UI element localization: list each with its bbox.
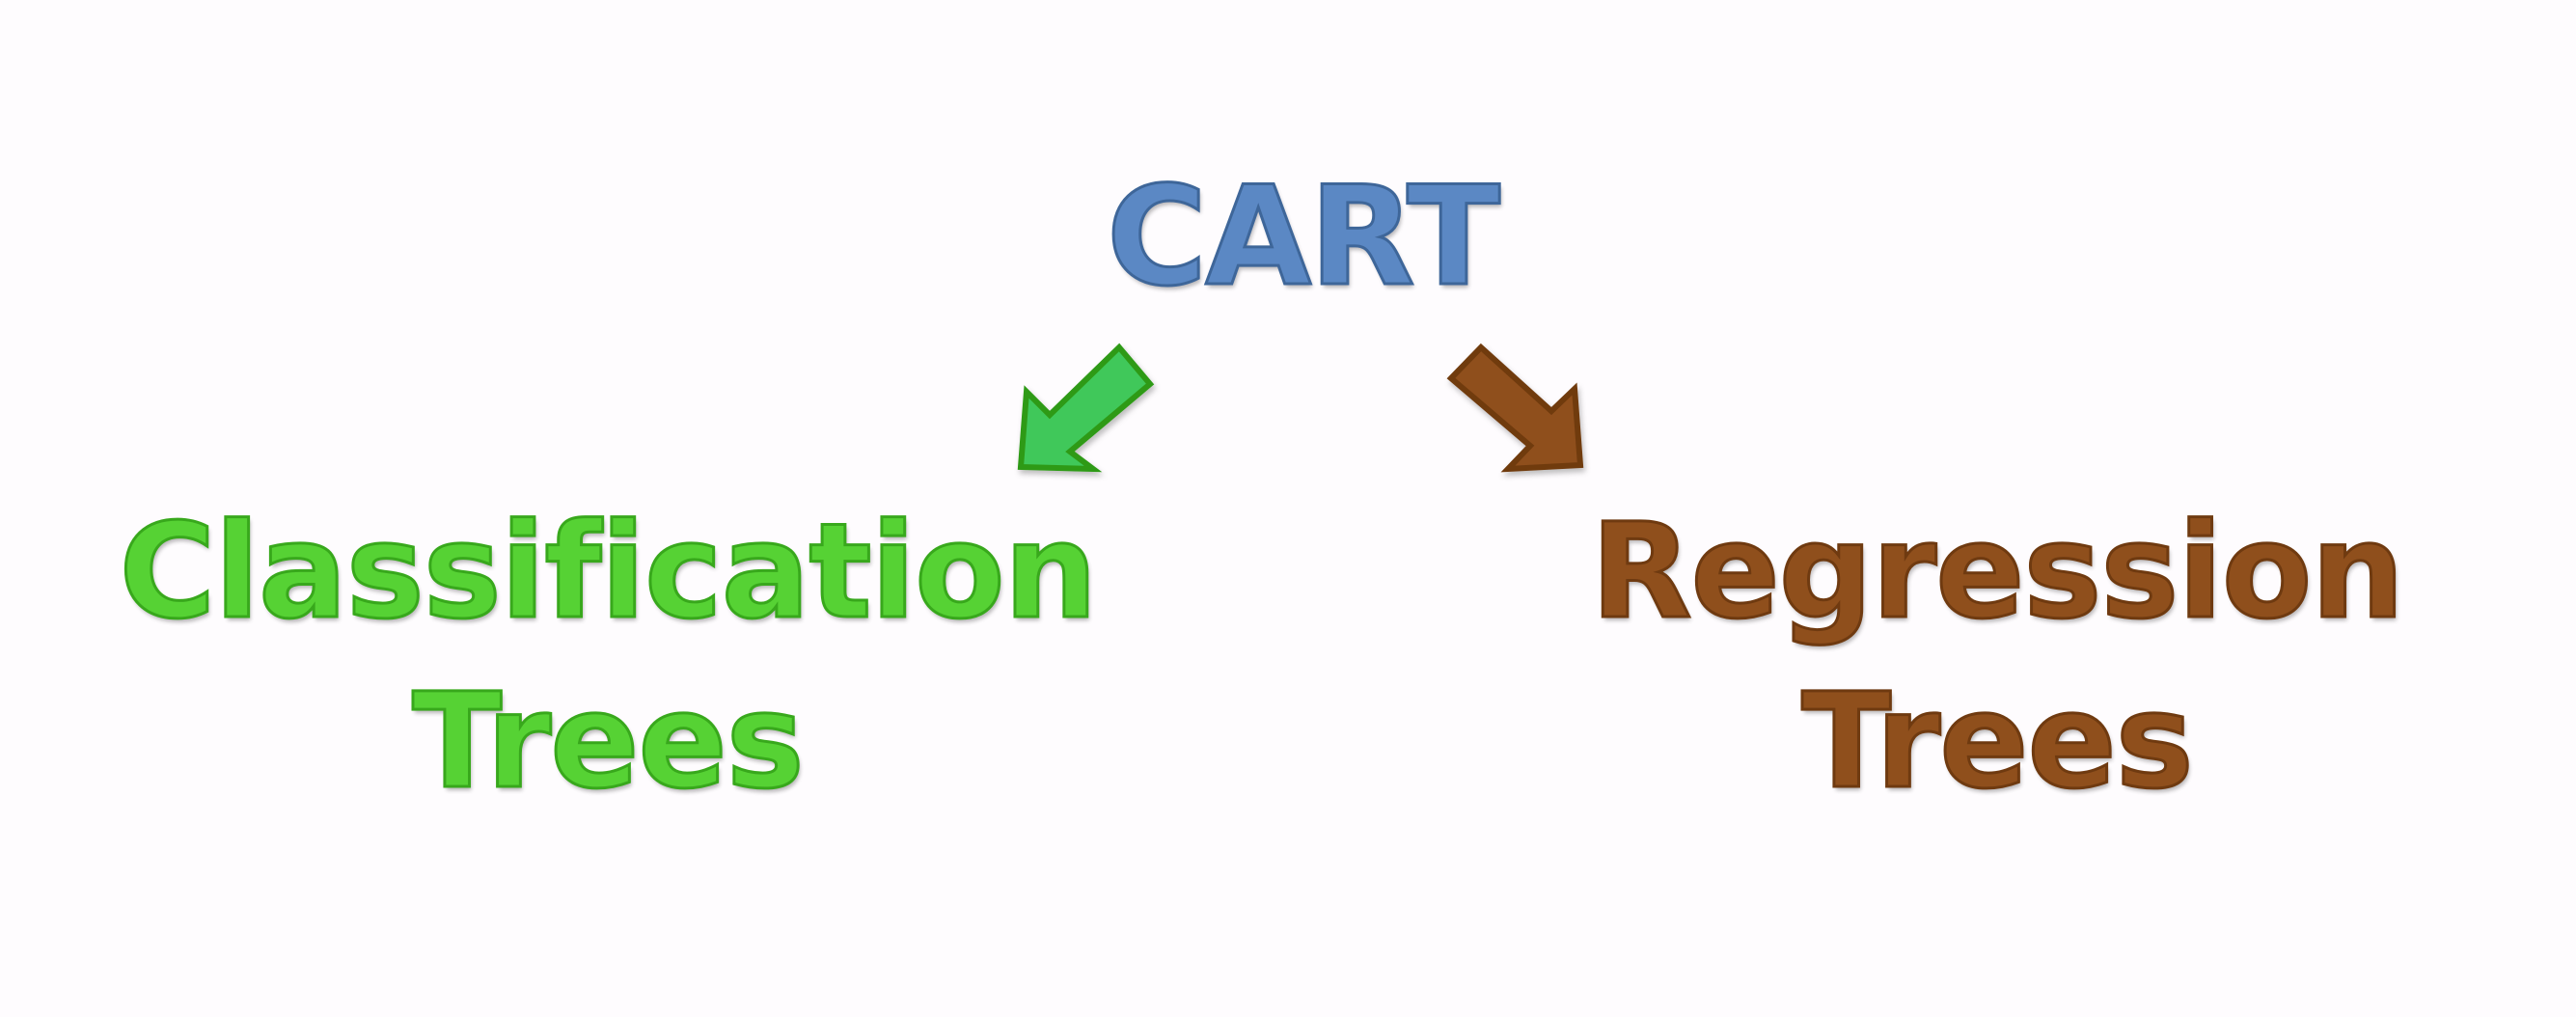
regression-trees-line-1: Regression: [1589, 495, 2405, 650]
classification-trees-line-1: Classification: [118, 495, 1099, 650]
regression-trees-line-2: Trees: [1800, 665, 2195, 820]
regression-trees-node: Regression Trees: [1563, 487, 2431, 827]
classification-trees-node: Classification Trees: [106, 487, 1110, 827]
classification-trees-line-2: Trees: [411, 665, 806, 820]
root-node-label: CART: [1106, 157, 1502, 316]
